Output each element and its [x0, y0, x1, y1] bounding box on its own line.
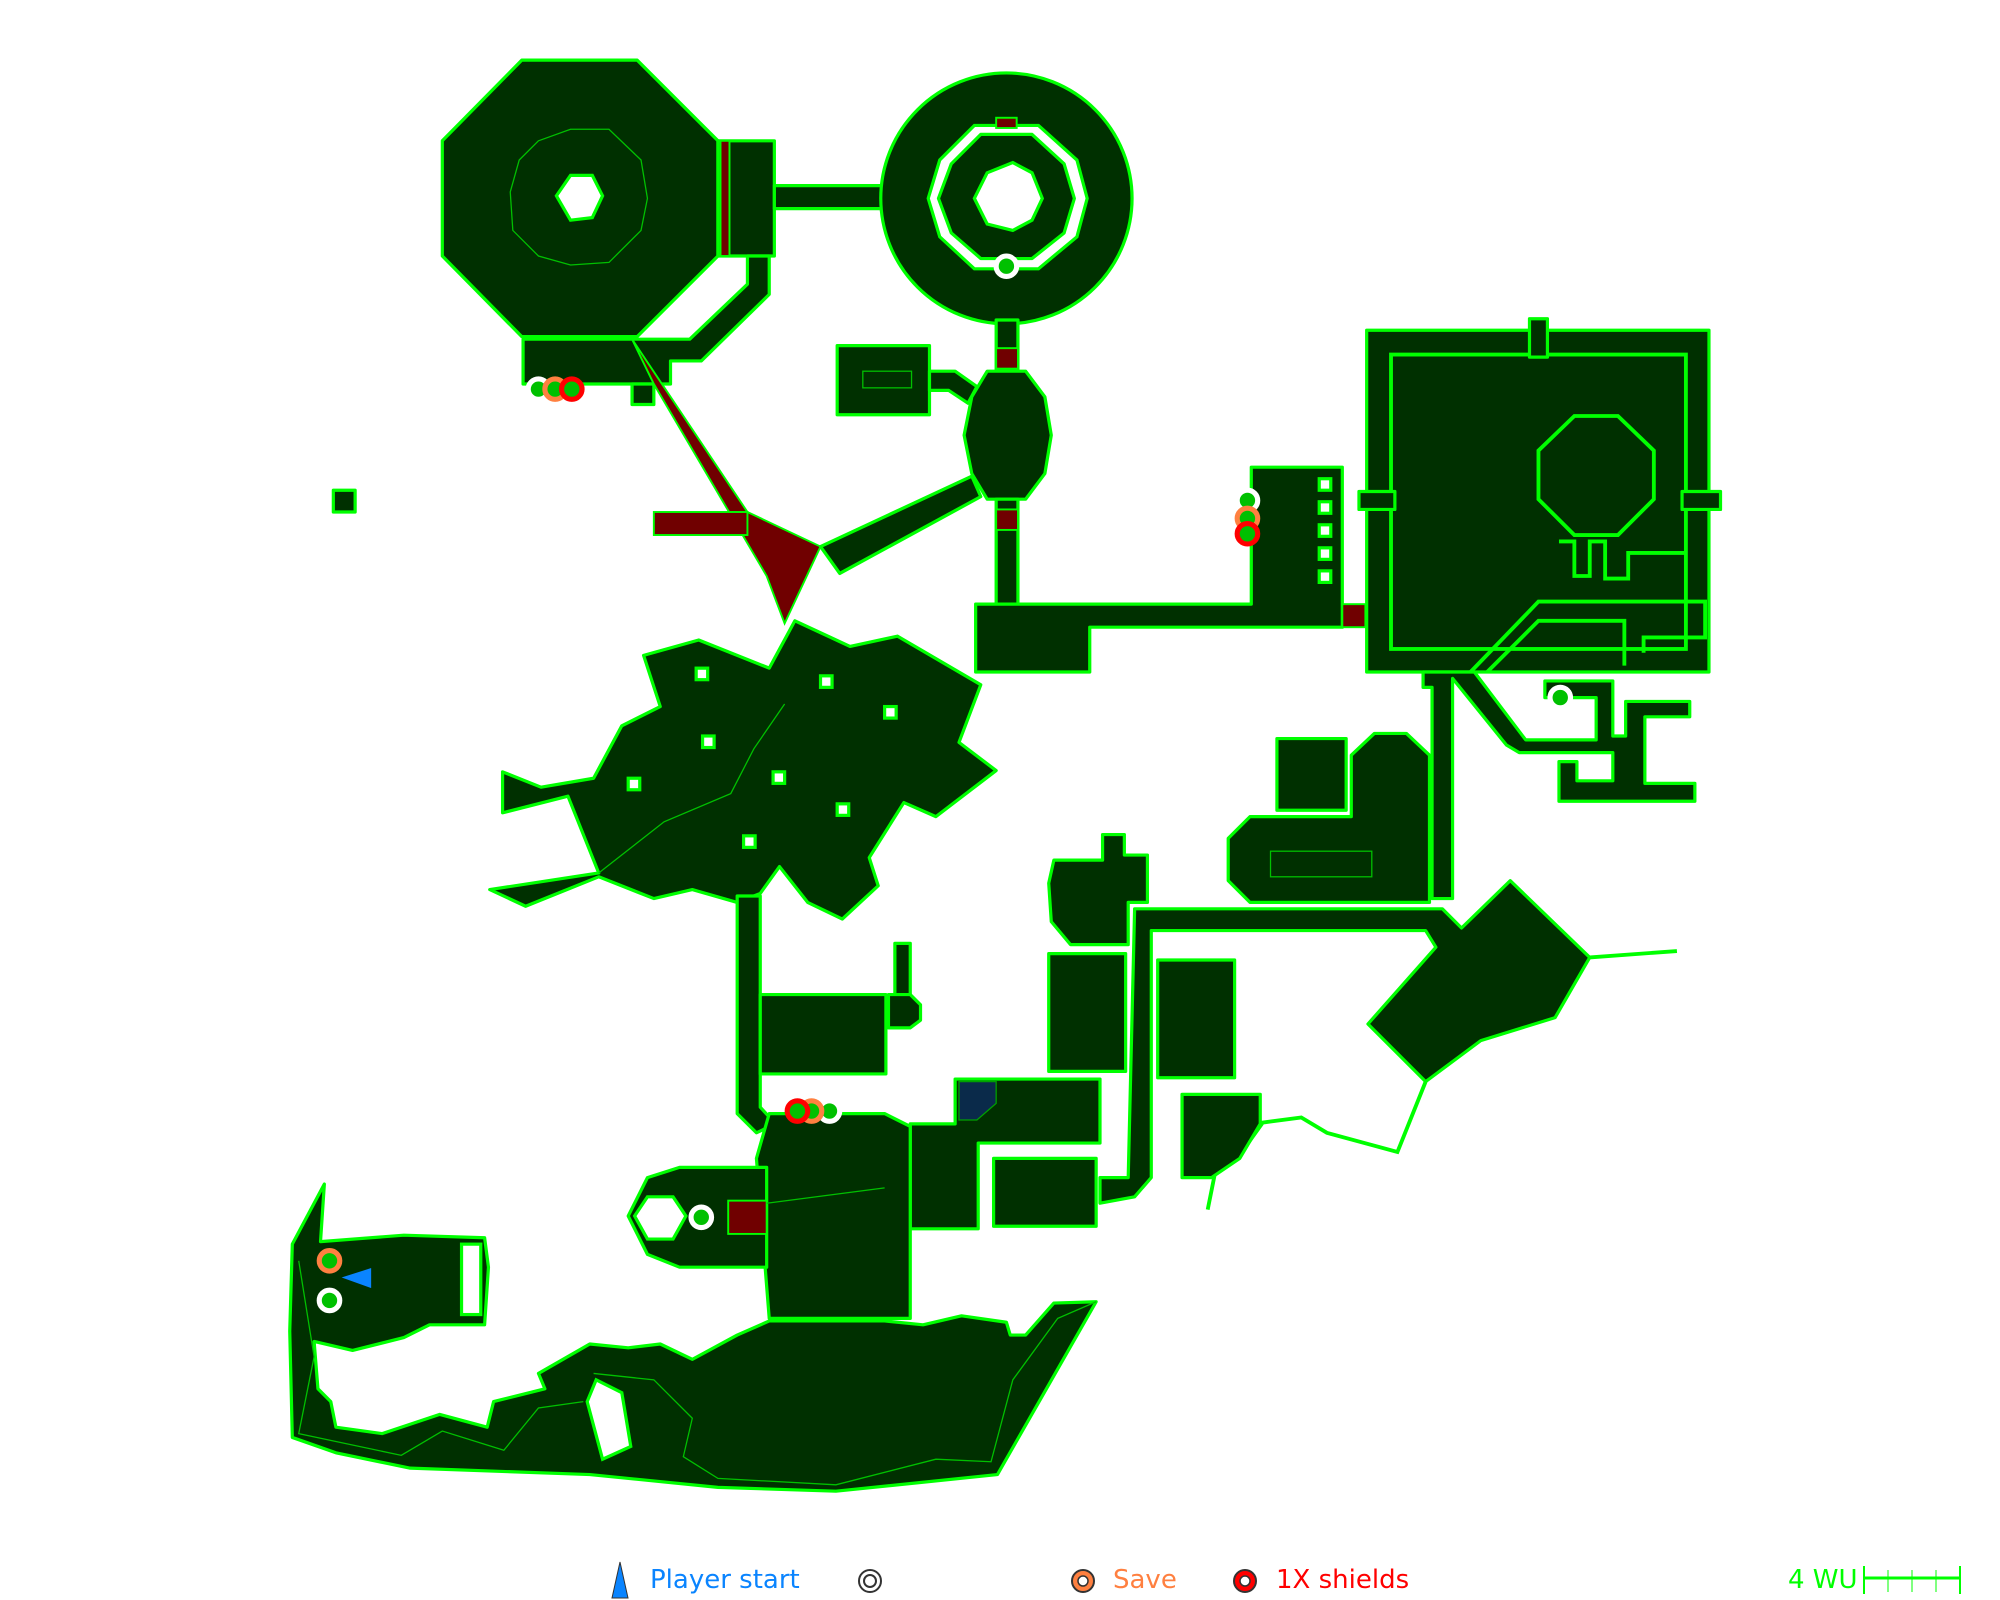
- shield-marker[interactable]: [784, 1098, 811, 1124]
- scale-bar-icon: [1863, 1566, 1961, 1594]
- item-marker[interactable]: [316, 1287, 343, 1314]
- bottom-cave: [288, 1182, 1098, 1493]
- legend-shields: 1X shields: [1276, 1565, 1410, 1595]
- lower-middle: [626, 894, 1102, 1320]
- central-rooms: [818, 318, 1367, 674]
- item-markers: [316, 253, 1574, 1314]
- cave-room: [488, 619, 998, 921]
- orange-ring-icon: [1071, 1569, 1095, 1593]
- item-marker[interactable]: [1547, 684, 1574, 711]
- red-ring-icon: [1233, 1569, 1257, 1593]
- shield-marker[interactable]: [1234, 520, 1261, 547]
- legend-player-start: Player start: [650, 1565, 800, 1595]
- right-corridors: [1047, 670, 1697, 1210]
- shield-marker[interactable]: [558, 376, 585, 402]
- legend-scale-label: 4 WU: [1788, 1565, 1858, 1595]
- ring-room: [879, 71, 1134, 326]
- player-start-triangle-icon: [611, 1561, 629, 1599]
- player-start-icon[interactable]: [337, 1266, 373, 1290]
- square-room: [1317, 317, 1723, 674]
- item-marker[interactable]: [688, 1204, 715, 1231]
- legend-save: Save: [1113, 1565, 1177, 1595]
- save-marker[interactable]: [316, 1248, 343, 1274]
- ramp: [631, 338, 822, 626]
- item-marker[interactable]: [993, 253, 1020, 280]
- white-ring-icon: [858, 1569, 882, 1593]
- octagon-room: [440, 58, 885, 407]
